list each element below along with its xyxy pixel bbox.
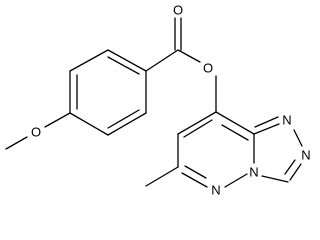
bridgehead-nitrogen-label: N [249,165,258,180]
pyridazine-nitrogen-label: N [211,183,220,198]
bond [44,112,71,128]
triazole-nitrogen-2-label: N [301,148,310,163]
aromatic-double-bond [183,119,213,138]
bond [145,49,179,72]
pyridazine-ring [177,111,255,188]
bond [224,173,248,188]
triazole-ring [253,116,303,183]
triazole-nitrogen-1-label: N [282,113,291,128]
bond [261,175,289,183]
aromatic-double-bond [254,116,279,128]
bond [181,172,208,188]
aromatic-double-bond [107,56,140,75]
aromatic-double-bond [221,124,249,141]
benzene-ring [69,49,147,136]
bond [215,111,255,135]
aromatic-double-bond [107,109,140,129]
bond [293,129,303,147]
atom-labels: O O O N N N N [31,3,311,198]
bond [145,166,179,187]
bond [107,112,147,136]
ester-oxygen-label: O [203,61,213,76]
aromatic-double-bond [184,165,207,179]
methoxy-oxygen-label: O [31,125,41,140]
bond [69,49,109,72]
aromatic-double-bond [284,159,296,175]
carbonyl-oxygen-label: O [173,3,183,18]
bond [177,49,201,63]
methoxy-group [5,112,71,150]
bond [289,163,302,181]
bond [5,136,28,150]
methyl-group [145,166,179,187]
bond [107,49,147,72]
ester-group [145,17,217,113]
bond [177,111,217,135]
bond [253,123,280,135]
chemical-structure-diagram: O O O N N N N [5,3,311,198]
bond [69,112,109,136]
